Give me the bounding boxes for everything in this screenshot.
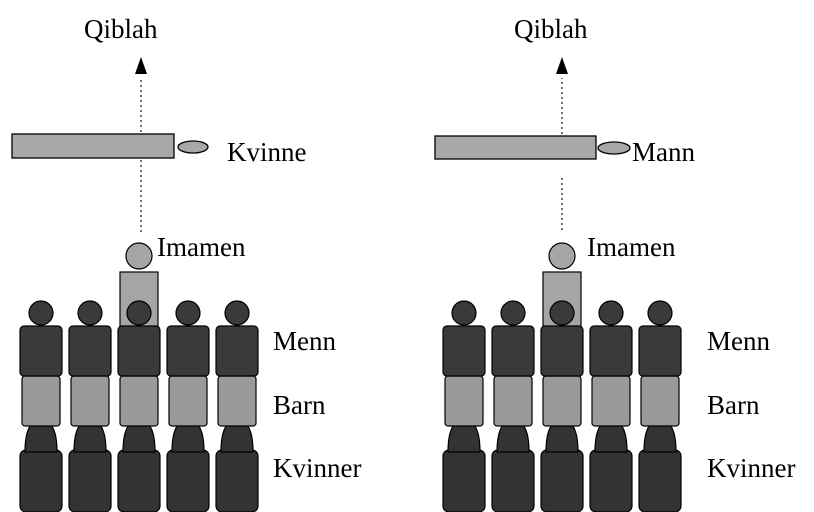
children-row-label: Barn [707, 390, 760, 420]
woman-figure-body [117, 449, 161, 512]
qiblah-arrow-icon [135, 57, 147, 74]
man-figure-head [647, 300, 673, 326]
congregation-rows [442, 242, 682, 512]
man-figure-head [224, 300, 250, 326]
men-row-label: Menn [707, 326, 770, 356]
imam-label: Imamen [157, 232, 246, 262]
woman-figure-body [491, 449, 535, 512]
man-figure-head [77, 300, 103, 326]
man-figure-head [175, 300, 201, 326]
man-figure-head [598, 300, 624, 326]
children-row-label: Barn [273, 390, 326, 420]
prayer-row-bar [11, 133, 175, 159]
man-figure-head [549, 300, 575, 326]
man-figure-body [19, 325, 63, 377]
congregation-rows [19, 242, 259, 512]
man-figure-body [117, 325, 161, 377]
child-figure-body [542, 375, 582, 427]
person-label: Kvinne [227, 137, 307, 167]
person-marker-oval [177, 140, 209, 154]
woman-figure-body [589, 449, 633, 512]
man-figure-body [215, 325, 259, 377]
women-row-label: Kvinner [273, 453, 362, 483]
diagram-panel-left: Qiblah Kvinne Imamen Menn Barn Kvinner [11, 14, 362, 512]
qiblah-label: Qiblah [84, 14, 158, 44]
imam-label: Imamen [587, 232, 676, 262]
person-marker-oval [597, 141, 631, 155]
man-figure-head [126, 300, 152, 326]
woman-figure-body [215, 449, 259, 512]
child-figure-body [119, 375, 159, 427]
men-row-label: Menn [273, 326, 336, 356]
qiblah-label: Qiblah [514, 14, 588, 44]
woman-figure-body [19, 449, 63, 512]
prayer-row-bar [434, 135, 597, 160]
man-figure-body [442, 325, 486, 377]
imam-figure-head [548, 242, 576, 270]
qiblah-arrow-icon [556, 57, 568, 74]
diagram-panel-right: Qiblah Mann Imamen Menn Barn Kvinner [407, 0, 814, 512]
child-figure-body [444, 375, 484, 427]
man-figure-body [540, 325, 584, 377]
woman-figure-body [540, 449, 584, 512]
child-figure-body [21, 375, 61, 427]
child-figure-body [640, 375, 680, 427]
imam-figure-head [125, 242, 153, 270]
woman-figure-body [68, 449, 112, 512]
child-figure-body [591, 375, 631, 427]
man-figure-body [589, 325, 633, 377]
child-figure-body [493, 375, 533, 427]
woman-figure-body [166, 449, 210, 512]
man-figure-head [28, 300, 54, 326]
child-figure-body [70, 375, 110, 427]
woman-figure-body [442, 449, 486, 512]
man-figure-body [638, 325, 682, 377]
child-figure-body [217, 375, 257, 427]
man-figure-body [491, 325, 535, 377]
diagram-left-graphic [11, 57, 259, 512]
man-figure-head [451, 300, 477, 326]
woman-figure-body [638, 449, 682, 512]
women-row-label: Kvinner [707, 453, 796, 483]
man-figure-body [166, 325, 210, 377]
diagram-right-graphic [434, 57, 682, 512]
man-figure-head [500, 300, 526, 326]
person-label: Mann [632, 137, 695, 167]
child-figure-body [168, 375, 208, 427]
man-figure-body [68, 325, 112, 377]
